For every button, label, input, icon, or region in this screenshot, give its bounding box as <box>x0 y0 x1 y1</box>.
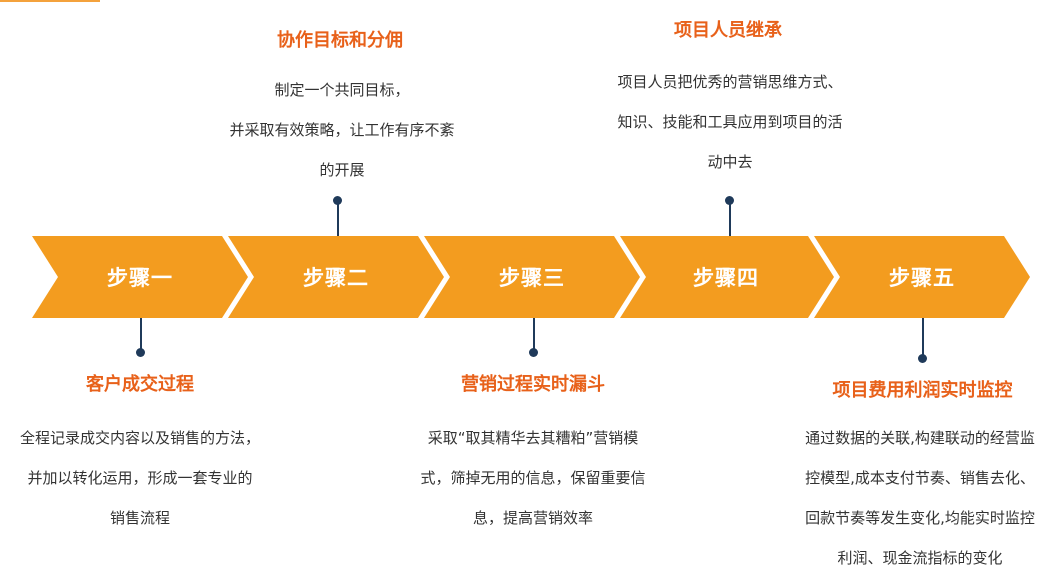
step-4-label: 步骤四 <box>693 266 759 290</box>
step-1-label: 步骤一 <box>107 266 173 290</box>
step-1-title: 客户成交过程 <box>86 374 194 395</box>
connector-step-3 <box>533 318 535 354</box>
step-1-desc-line: 并加以转化运用，形成一套专业的 <box>27 469 253 487</box>
step-4-desc-line: 知识、技能和工具应用到项目的活 <box>617 113 843 131</box>
step-2-description: 制定一个共同目标， 并采取有效策略，让工作有序不紊 的开展 <box>197 70 487 190</box>
step-3-desc-line: 采取“取其精华去其糟粕”营销模 <box>427 429 639 447</box>
connector-dot-step-2 <box>333 196 342 205</box>
step-4-description: 项目人员把优秀的营销思维方式、 知识、技能和工具应用到项目的活 动中去 <box>590 62 870 182</box>
step-5-desc-line: 控模型,成本支付节奏、销售去化、 <box>805 469 1035 487</box>
step-5-desc-line: 利润、现金流指标的变化 <box>837 549 1003 567</box>
step-4-desc-line: 动中去 <box>707 153 753 171</box>
step-4-desc-line: 项目人员把优秀的营销思维方式、 <box>617 73 843 91</box>
step-3-desc-line: 息，提高营销效率 <box>472 509 593 527</box>
connector-step-2 <box>337 202 339 236</box>
step-2-label: 步骤二 <box>303 266 369 290</box>
step-2-title: 协作目标和分佣 <box>277 30 403 51</box>
top-accent-line <box>0 0 100 2</box>
step-1-desc-line: 销售流程 <box>109 509 170 527</box>
chevron-step-3 <box>424 236 640 318</box>
step-5-title: 项目费用利润实时监控 <box>832 380 1013 401</box>
step-2-desc-line: 制定一个共同目标， <box>274 81 410 99</box>
connector-dot-step-5 <box>918 354 927 363</box>
connector-dot-step-3 <box>529 348 538 357</box>
step-5-desc-line: 通过数据的关联,构建联动的经营监 <box>805 429 1035 447</box>
connector-dot-step-4 <box>725 196 734 205</box>
chevron-step-2 <box>228 236 444 318</box>
connector-dot-step-1 <box>136 348 145 357</box>
step-5-desc-line: 回款节奏等发生变化,均能实时监控 <box>805 509 1035 527</box>
chevron-step-1 <box>32 236 248 318</box>
step-4-title: 项目人员继承 <box>674 20 782 41</box>
step-2-desc-line: 的开展 <box>319 161 365 179</box>
connector-step-4 <box>729 202 731 236</box>
step-1-description: 全程记录成交内容以及销售的方法， 并加以转化运用，形成一套专业的 销售流程 <box>0 418 280 538</box>
step-2-desc-line: 并采取有效策略，让工作有序不紊 <box>229 121 455 139</box>
step-5-label: 步骤五 <box>889 266 955 290</box>
chevron-step-5 <box>814 236 1030 318</box>
step-3-title: 营销过程实时漏斗 <box>461 374 605 395</box>
step-1-desc-line: 全程记录成交内容以及销售的方法， <box>19 429 260 447</box>
step-5-description: 通过数据的关联,构建联动的经营监 控模型,成本支付节奏、销售去化、 回款节奏等发… <box>782 418 1058 578</box>
step-3-desc-line: 式，筛掉无用的信息，保留重要信 <box>420 469 646 487</box>
connector-step-5 <box>922 318 924 358</box>
step-3-label: 步骤三 <box>499 266 565 290</box>
connector-step-1 <box>140 318 142 354</box>
chevron-step-4 <box>620 236 834 318</box>
step-3-description: 采取“取其精华去其糟粕”营销模 式，筛掉无用的信息，保留重要信 息，提高营销效率 <box>393 418 673 538</box>
